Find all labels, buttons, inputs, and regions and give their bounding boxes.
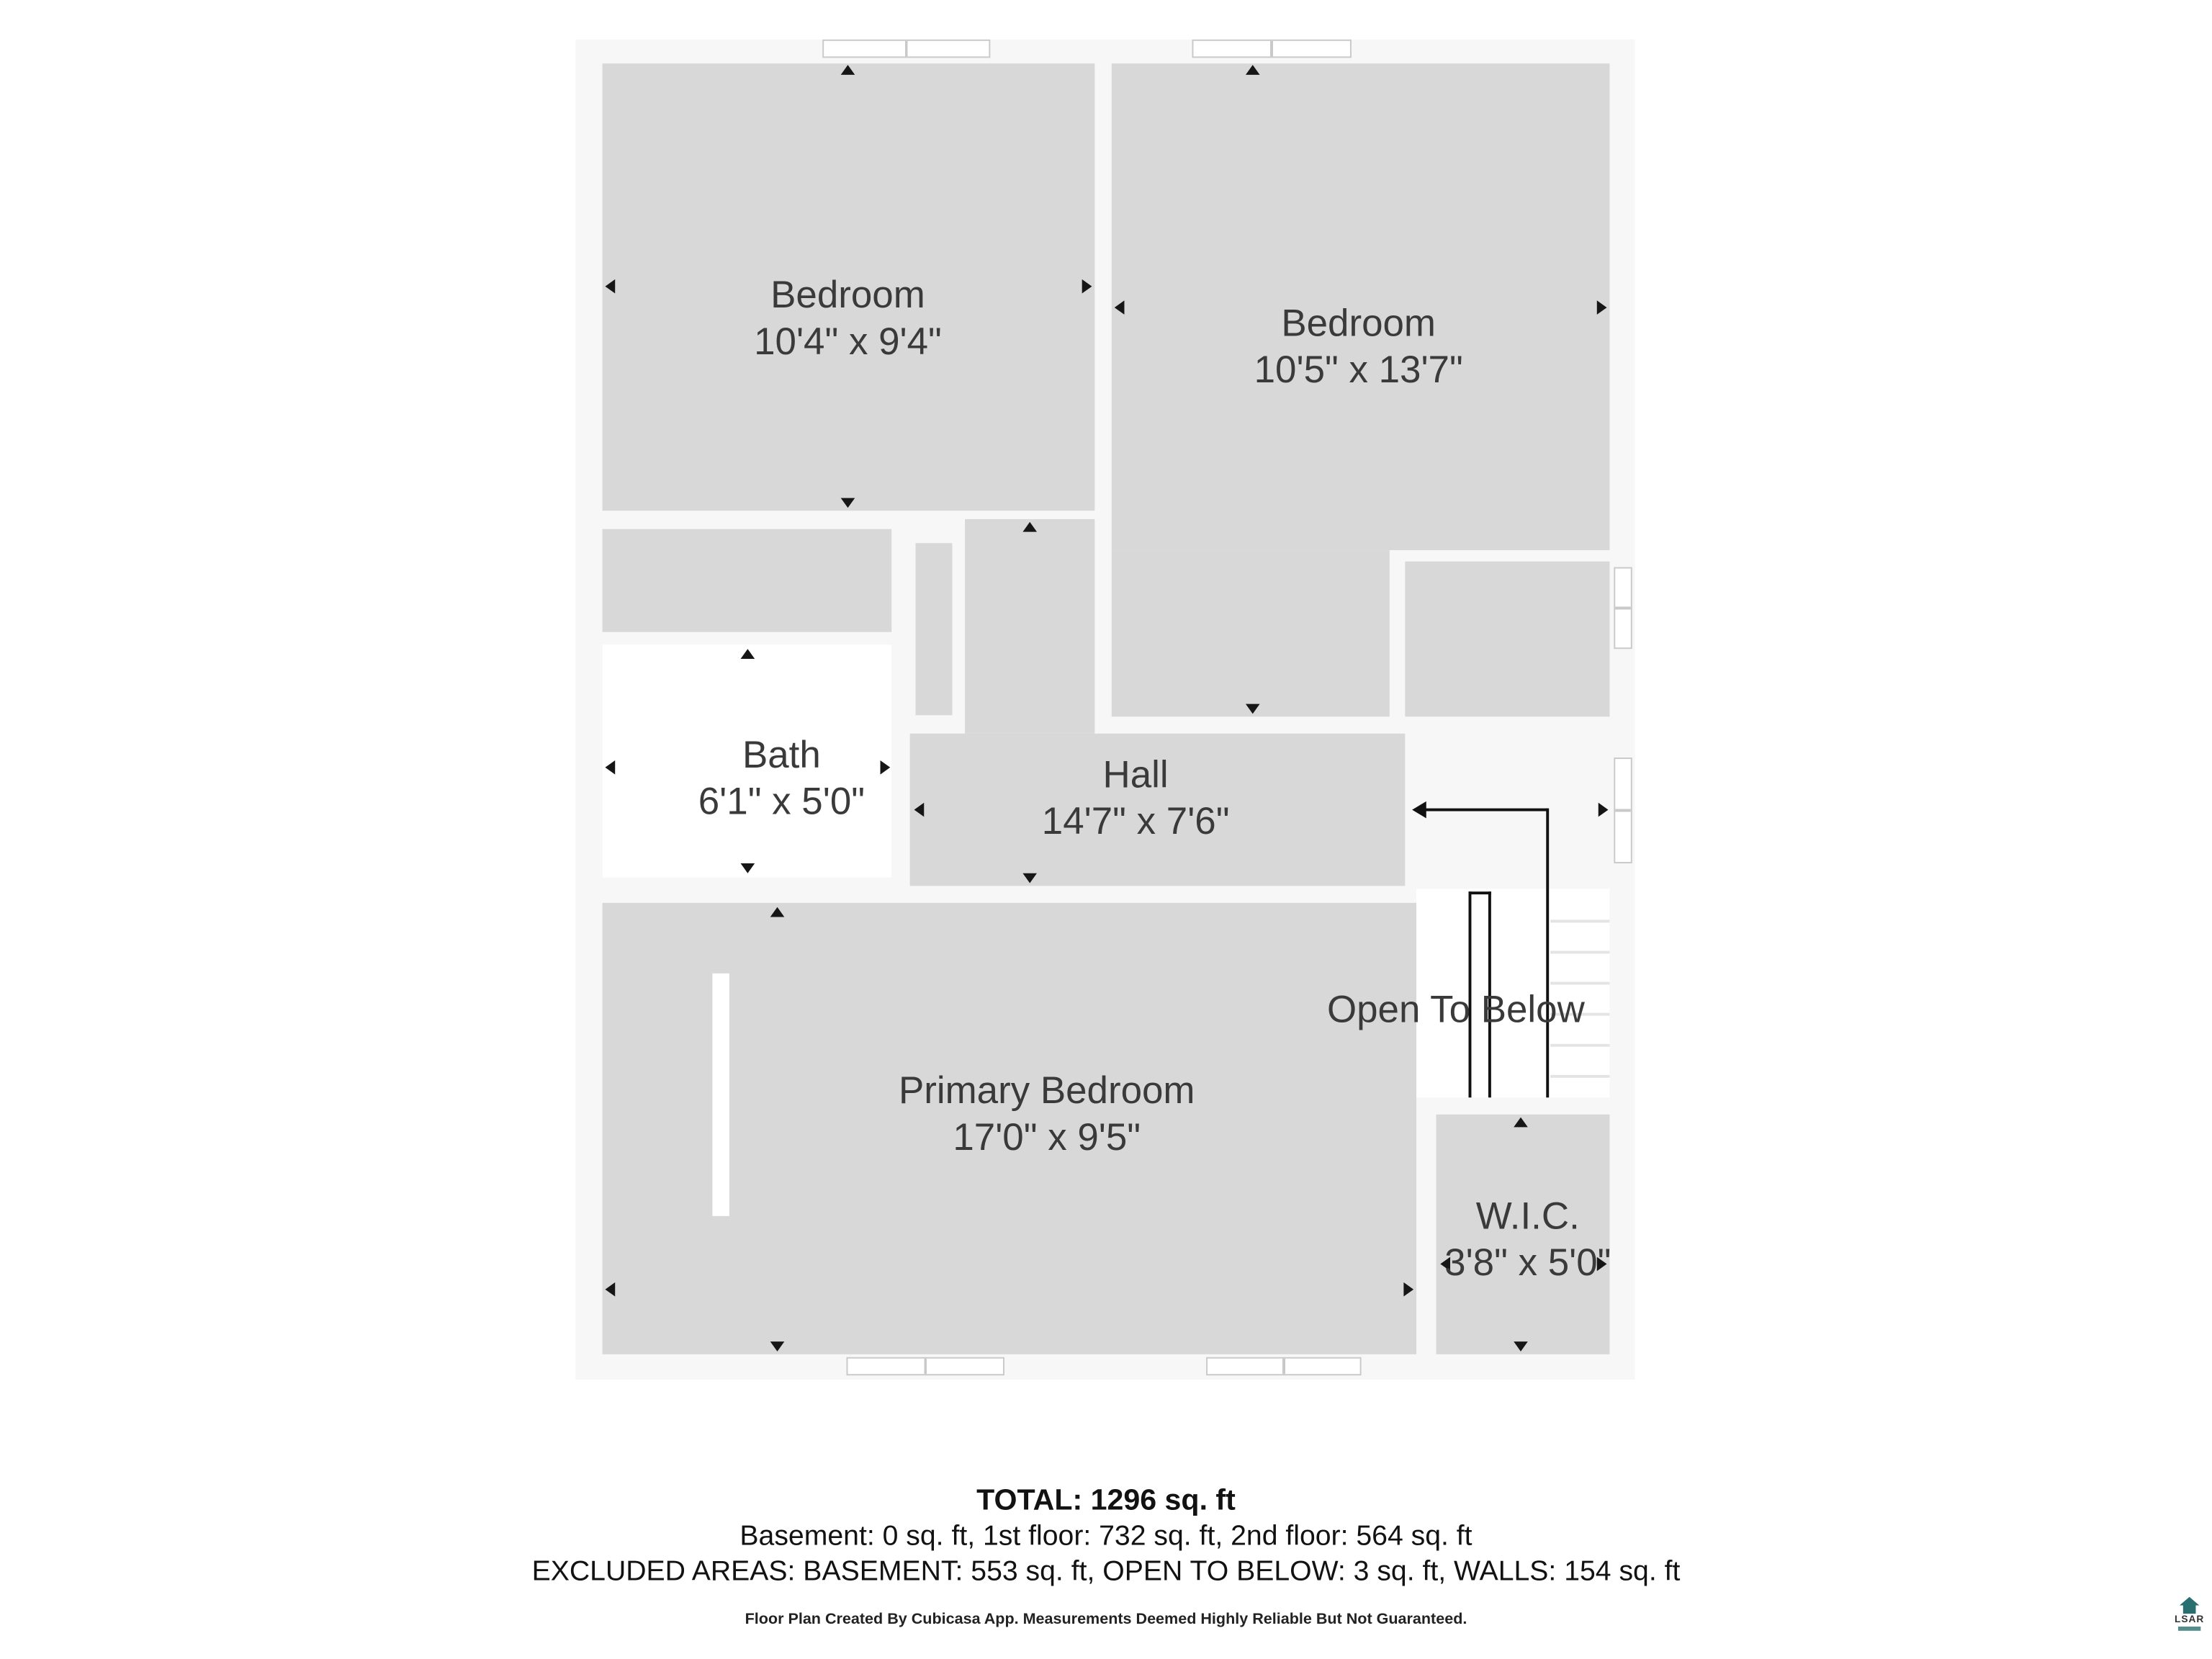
window	[1614, 567, 1632, 649]
stair-direction-line	[1424, 808, 1548, 811]
dimension-arrow-right	[880, 760, 891, 775]
room-wic-floor	[1436, 1114, 1610, 1354]
stair-direction-arrow-icon	[1412, 801, 1426, 819]
room-label-bath: Bath 6'1" x 5'0"	[698, 732, 865, 825]
dimension-arrow-right	[1082, 279, 1092, 294]
window	[1192, 39, 1352, 58]
dimension-arrow-up	[1514, 1117, 1528, 1128]
dimension-arrow-right	[1403, 1282, 1414, 1297]
room-left-closet-floor	[602, 529, 892, 632]
dimension-arrow-down	[1022, 873, 1037, 884]
dimension-arrow-left	[914, 802, 925, 817]
lsar-logo: LSAR	[2170, 1596, 2209, 1631]
floor-plan-canvas	[575, 39, 1635, 1380]
lsar-logo-bar	[2177, 1626, 2201, 1631]
window	[1206, 1357, 1362, 1376]
room-label-hall: Hall 14'7" x 7'6"	[1042, 752, 1230, 845]
room-hall-corridor-floor	[965, 518, 1095, 734]
room-dimensions: 10'5" x 13'7"	[1254, 348, 1463, 391]
dimension-arrow-down	[1514, 1341, 1528, 1352]
room-dimensions: 14'7" x 7'6"	[1041, 799, 1230, 842]
floor-areas-text: Basement: 0 sq. ft, 1st floor: 732 sq. f…	[739, 1521, 1473, 1552]
dimension-arrow-right	[1596, 1256, 1607, 1272]
primary-bedroom-wall-stub	[712, 973, 729, 1216]
room-primary-bedroom-floor	[602, 902, 1417, 1354]
dimension-arrow-up	[840, 65, 855, 75]
room-bedroom-2-closet-floor	[1405, 561, 1610, 717]
stair-tread	[1550, 981, 1610, 985]
window	[822, 39, 991, 58]
room-label-wic: W.I.C. 3'8" x 5'0"	[1444, 1194, 1611, 1287]
dimension-arrow-down	[840, 498, 855, 508]
window	[846, 1357, 1004, 1376]
stair-tread	[1550, 920, 1610, 923]
dimension-arrow-up	[740, 649, 755, 659]
room-bedroom-2-floor-ext	[1111, 550, 1390, 717]
room-dimensions: 3'8" x 5'0"	[1444, 1241, 1611, 1284]
room-label-open-to-below: Open To Below	[1327, 987, 1585, 1034]
room-name: Bath	[742, 733, 821, 776]
dimension-arrow-left	[1114, 300, 1125, 315]
dimension-arrow-left	[605, 279, 616, 294]
room-name: Primary Bedroom	[898, 1069, 1195, 1112]
room-name: Open To Below	[1326, 988, 1585, 1031]
dimension-arrow-left	[605, 760, 616, 775]
room-open-to-below-floor	[1416, 889, 1610, 1098]
dimension-arrow-down	[1245, 703, 1260, 714]
room-dimensions: 6'1" x 5'0"	[698, 780, 866, 823]
room-linen-closet-floor	[915, 543, 953, 716]
disclaimer-text: Floor Plan Created By Cubicasa App. Meas…	[745, 1611, 1467, 1628]
stair-direction-line	[1546, 808, 1550, 1098]
stair-tread	[1550, 950, 1610, 954]
dimension-arrow-left	[1440, 1256, 1451, 1272]
dimension-arrow-up	[1245, 65, 1260, 75]
stair-tread	[1550, 1043, 1610, 1047]
total-area-text: TOTAL: 1296 sq. ft	[976, 1484, 1236, 1517]
room-name: Hall	[1102, 753, 1169, 796]
dimension-arrow-right	[1596, 300, 1607, 315]
room-dimensions: 17'0" x 9'5"	[953, 1115, 1141, 1159]
room-label-primary-bedroom: Primary Bedroom 17'0" x 9'5"	[899, 1068, 1195, 1161]
room-bedroom-2-floor	[1111, 63, 1610, 551]
room-name: Bedroom	[1281, 302, 1437, 345]
room-dimensions: 10'4" x 9'4"	[754, 320, 942, 363]
stair-railing	[1468, 891, 1491, 895]
window	[1614, 757, 1632, 864]
dimension-arrow-right	[1598, 802, 1609, 817]
room-name: W.I.C.	[1475, 1195, 1580, 1238]
excluded-areas-text: EXCLUDED AREAS: BASEMENT: 553 sq. ft, OP…	[531, 1555, 1681, 1588]
dimension-arrow-up	[1022, 521, 1037, 532]
room-bath-floor	[602, 644, 892, 878]
dimension-arrow-down	[770, 1341, 785, 1352]
lsar-logo-house-icon	[2179, 1596, 2200, 1614]
stair-railing	[1468, 891, 1472, 1098]
room-bedroom-1-floor	[602, 63, 1095, 511]
stair-railing	[1488, 891, 1491, 1098]
dimension-arrow-down	[740, 863, 755, 873]
dimension-arrow-up	[770, 907, 785, 917]
room-name: Bedroom	[770, 274, 925, 316]
room-label-bedroom-1: Bedroom 10'4" x 9'4"	[754, 272, 942, 365]
room-label-bedroom-2: Bedroom 10'5" x 13'7"	[1254, 300, 1463, 393]
stair-tread	[1550, 1012, 1610, 1016]
lsar-logo-text: LSAR	[2175, 1615, 2205, 1625]
area-summary: TOTAL: 1296 sq. ft Basement: 0 sq. ft, 1…	[0, 1484, 2212, 1628]
dimension-arrow-left	[605, 1282, 616, 1297]
room-hall-floor	[909, 733, 1406, 886]
stair-tread	[1550, 1074, 1610, 1078]
